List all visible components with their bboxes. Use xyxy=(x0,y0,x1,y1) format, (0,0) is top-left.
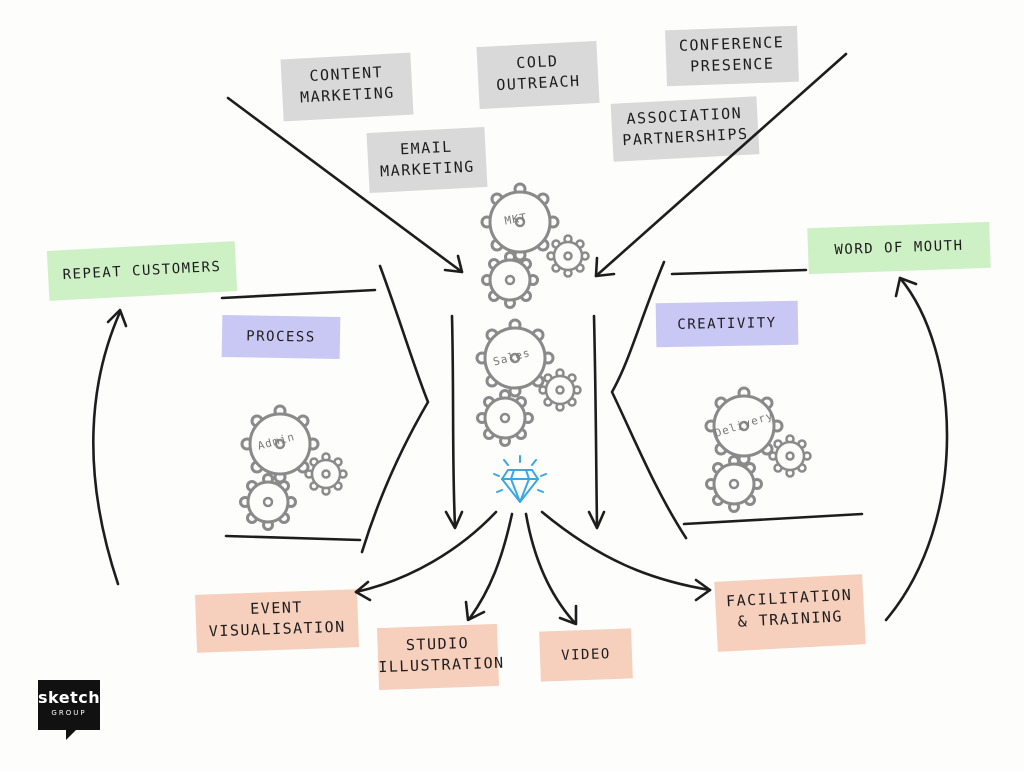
mkt-gear-cluster: MKT xyxy=(480,182,590,309)
arrow-left-diagonal xyxy=(226,96,464,274)
sales-gear-cluster: Sales xyxy=(475,318,582,447)
arrow-to-studio xyxy=(468,512,514,620)
process-bracket-bottom xyxy=(224,534,362,542)
arrow-to-word-of-mouth xyxy=(884,276,949,622)
delivery-gear-cluster: Delivery xyxy=(704,386,812,513)
creativity-bracket-bottom xyxy=(682,512,864,526)
arrow-to-event xyxy=(354,510,498,594)
creativity-chevron xyxy=(610,260,688,540)
arrow-center-left xyxy=(450,314,457,528)
process-chevron xyxy=(360,264,430,554)
sketch-group-logo: sketch GROUP xyxy=(38,680,101,740)
logo-tail xyxy=(66,730,76,740)
creativity-bracket-top xyxy=(670,268,808,276)
arrow-to-facilitation xyxy=(540,510,712,592)
arrow-right-diagonal xyxy=(594,52,848,278)
arrow-to-video xyxy=(524,512,576,624)
arrow-to-repeat-customers xyxy=(92,310,122,586)
process-bracket-top xyxy=(220,288,377,300)
arrow-center-right xyxy=(592,314,599,528)
logo-line2: GROUP xyxy=(51,709,87,717)
admin-gear-cluster: Admin xyxy=(239,404,348,531)
diamond-icon xyxy=(493,455,547,503)
mkt-gear-label: MKT xyxy=(503,211,528,228)
logo-line1: sketch xyxy=(38,688,101,707)
